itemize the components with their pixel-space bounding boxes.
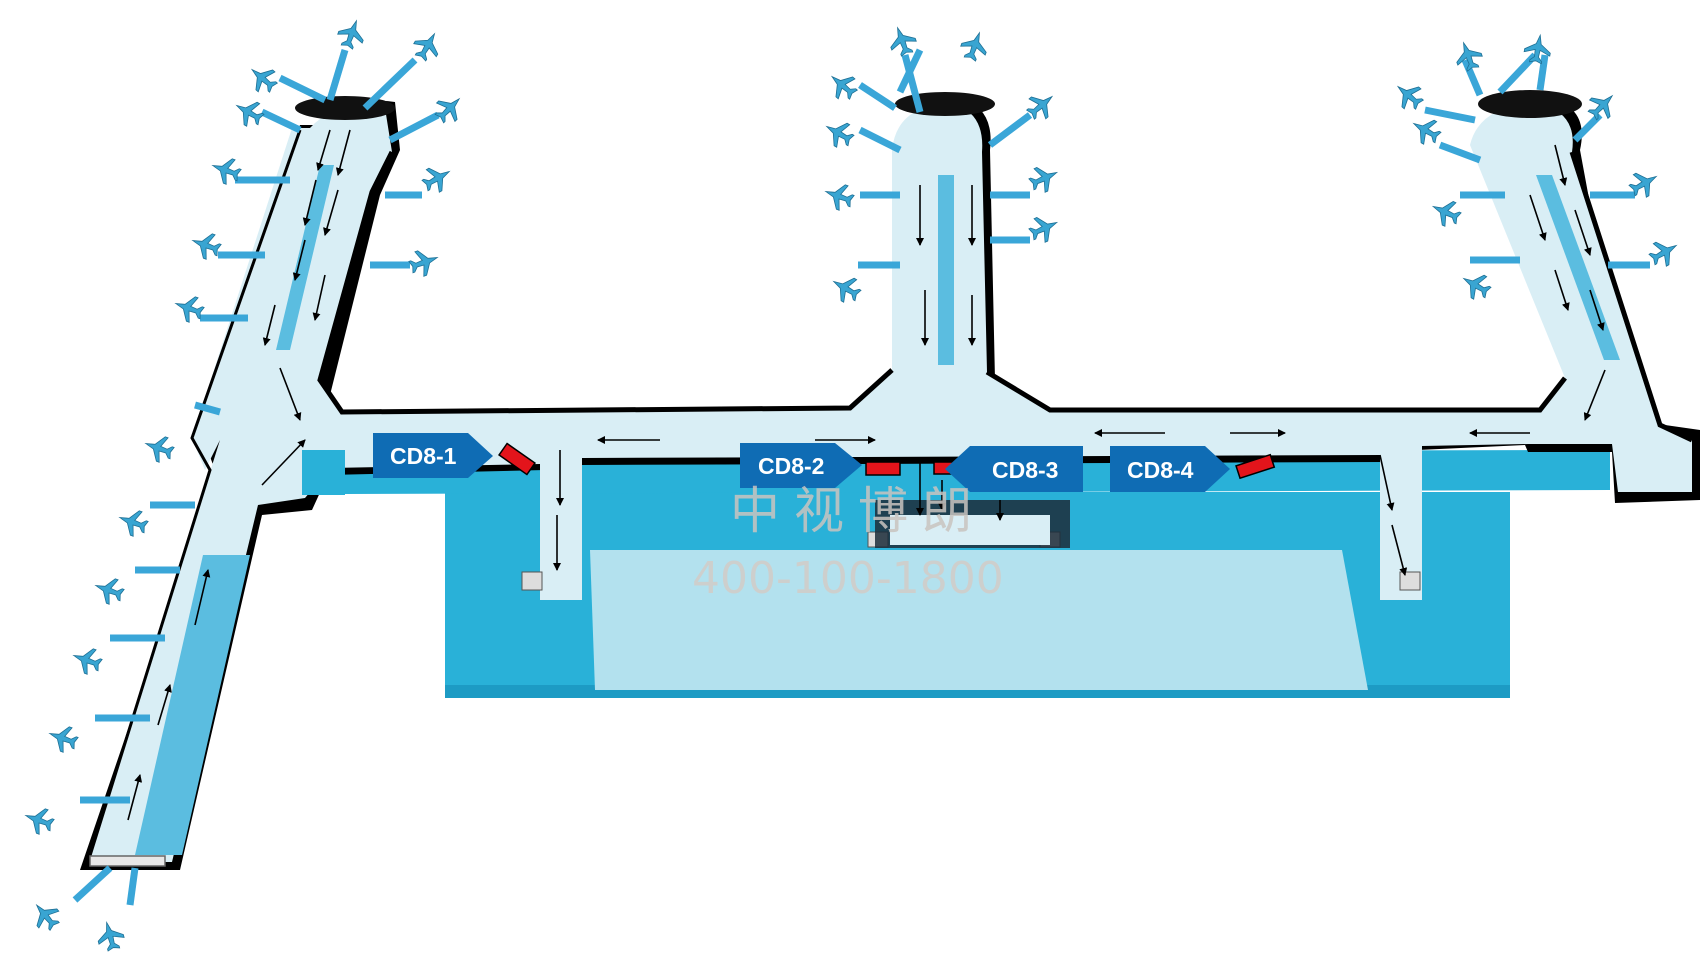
tag-label: CD8-4 [1127,457,1194,483]
airplane-icon [819,114,858,153]
airplane-icon [93,918,127,954]
arrow-icon [1589,289,1605,331]
arrow-icon [316,129,331,171]
tag-cd8-4: CD8-4 [1110,446,1230,492]
watermark-brand: 中视博朗 [730,482,986,540]
airplane-icon [1389,76,1429,116]
airplane-icon [1582,86,1622,126]
arrow-icon [1554,144,1568,186]
airplane-icon [1645,233,1684,272]
arrow-icon [1529,194,1547,241]
red-ad-marker [498,442,536,476]
airplane-icon [820,178,857,214]
arrow-icon [157,684,172,726]
airplane-icon [20,802,57,838]
arrow-icon [194,569,211,626]
arrow-icon [335,129,351,176]
arrow-icon [279,367,302,421]
arrow-icon [1391,524,1408,576]
arrow-icon [261,439,306,486]
airplane-icon [406,244,443,280]
airplane-icon [1406,111,1445,150]
tag-cd8-1: CD8-1 [373,433,493,478]
airplane-icon [90,572,127,608]
red-ad-marker [865,461,901,476]
airplane-icon [26,896,66,936]
airplane-icon [823,66,863,106]
arrow-icon [262,304,276,346]
airplane-icon [826,269,865,308]
red-ad-marker [1235,453,1276,480]
tag-cd8-3: CD8-3 [945,446,1083,492]
airplane-icon [408,26,447,65]
arrow-icon [1379,454,1395,511]
moving-walkways [135,165,1620,855]
arrow-icon [1583,369,1606,421]
arrow-icon [1554,269,1570,311]
airplane-icon [334,15,370,52]
airplane-icon [243,59,283,99]
airplane-icon [44,720,81,756]
arrow-icon [127,774,143,821]
airplane-icon [1450,37,1486,74]
arrow-icon [292,239,306,281]
airplane-icon [1025,160,1063,197]
stairs [89,855,166,867]
arrow-icon [312,274,326,321]
airplane-icon [884,22,920,59]
airplane-icon [1025,210,1063,247]
airplane-icon [418,159,457,198]
tag-label: CD8-3 [992,457,1058,483]
airplane-icon [1456,266,1495,305]
watermark: 中视博朗 400-100-1800 [692,482,1004,604]
airplane-icon [957,27,993,64]
tag-label: CD8-2 [758,453,824,479]
pool-inner [590,550,1368,690]
flow-arrows [127,129,1606,821]
tag-label: CD8-1 [390,443,457,469]
arrow-icon [302,179,317,226]
watermark-phone: 400-100-1800 [692,553,1004,604]
arrow-icon [323,189,339,236]
terminal-floor-shape [88,104,1692,862]
airplane-icon [429,89,469,129]
jet-bridges [72,48,1650,906]
airplane-icon [1427,194,1465,231]
airplane-icon [140,430,177,466]
tag-cd8-2: CD8-2 [740,443,862,488]
airplane-icon [68,642,105,678]
arrow-icon [1574,209,1592,256]
airplane-icon [114,504,151,540]
